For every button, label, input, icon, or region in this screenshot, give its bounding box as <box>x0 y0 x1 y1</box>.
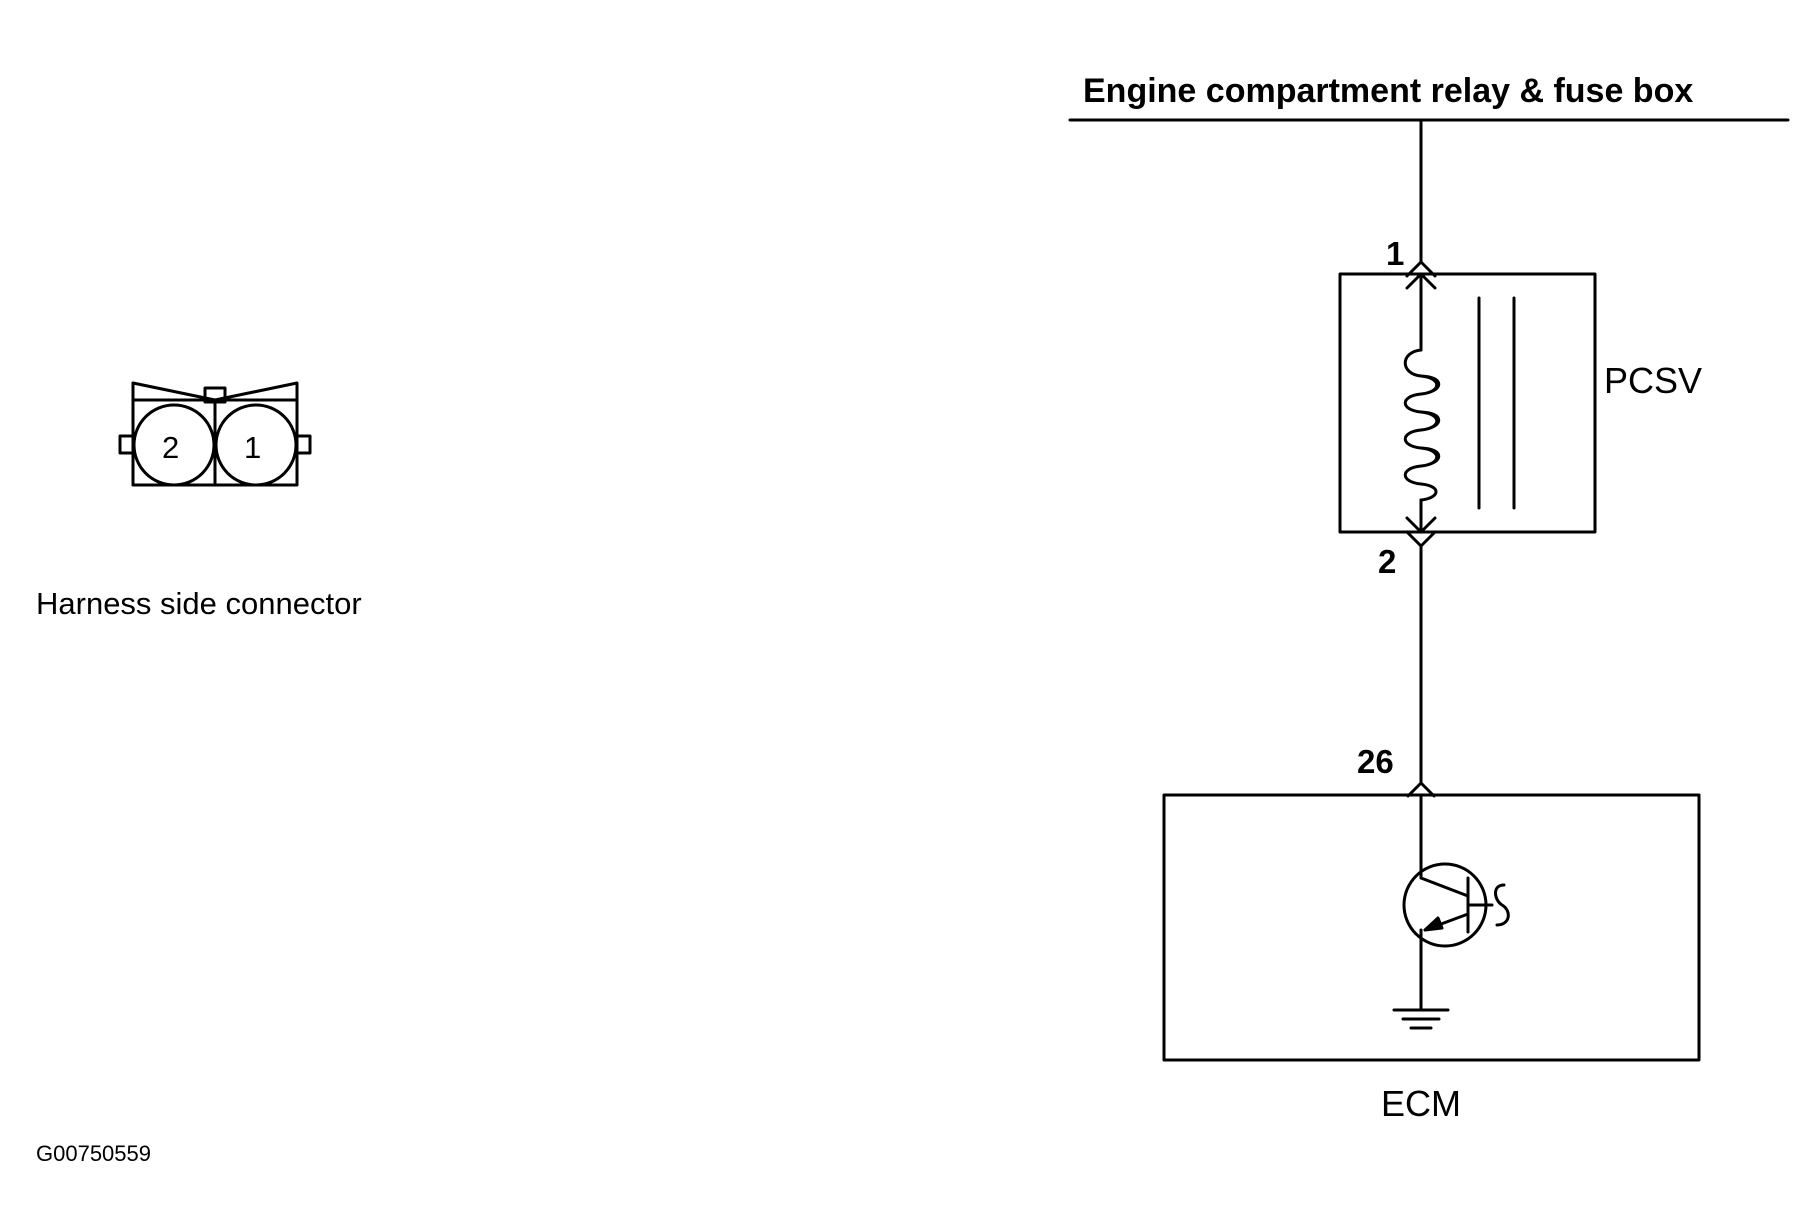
power-source-label: Engine compartment relay & fuse box <box>1083 72 1694 110</box>
pcsv-pin2-label: 2 <box>1378 543 1397 580</box>
figure-id: G00750559 <box>36 1141 151 1166</box>
connector-terminal-1 <box>214 403 298 487</box>
transistor-emitter-arrow <box>1423 916 1444 932</box>
ecm-pin26-chevron <box>1406 781 1436 798</box>
connector-terminal-2-label: 2 <box>162 430 180 465</box>
pcsv-pin1-chevron <box>1405 260 1437 278</box>
pcsv-box <box>1338 272 1597 534</box>
ecm-name-label: ECM <box>1381 1083 1461 1124</box>
harness-connector-caption: Harness side connector <box>36 586 362 621</box>
transistor-collector <box>1419 876 1470 898</box>
connector-terminal-2 <box>132 403 216 487</box>
solenoid-coil-loops <box>1419 374 1441 468</box>
harness-connector-icon <box>118 381 312 487</box>
connector-latch-left <box>131 381 217 402</box>
connector-terminal-1-label: 1 <box>244 430 262 465</box>
transistor-base-signal-icon <box>1494 883 1510 927</box>
solenoid-coil-icon <box>1403 348 1439 502</box>
connector-side-tab-right <box>295 434 312 455</box>
pcsv-pin2-chevron <box>1405 516 1437 534</box>
pcsv-name-label: PCSV <box>1604 360 1703 401</box>
pcsv-pin2-chevron-outer <box>1405 530 1437 548</box>
pcsv-pin1-label: 1 <box>1386 235 1405 272</box>
connector-latch-right <box>213 381 299 402</box>
ecm-pin-label: 26 <box>1357 743 1394 780</box>
connector-side-tab-left <box>118 434 135 455</box>
